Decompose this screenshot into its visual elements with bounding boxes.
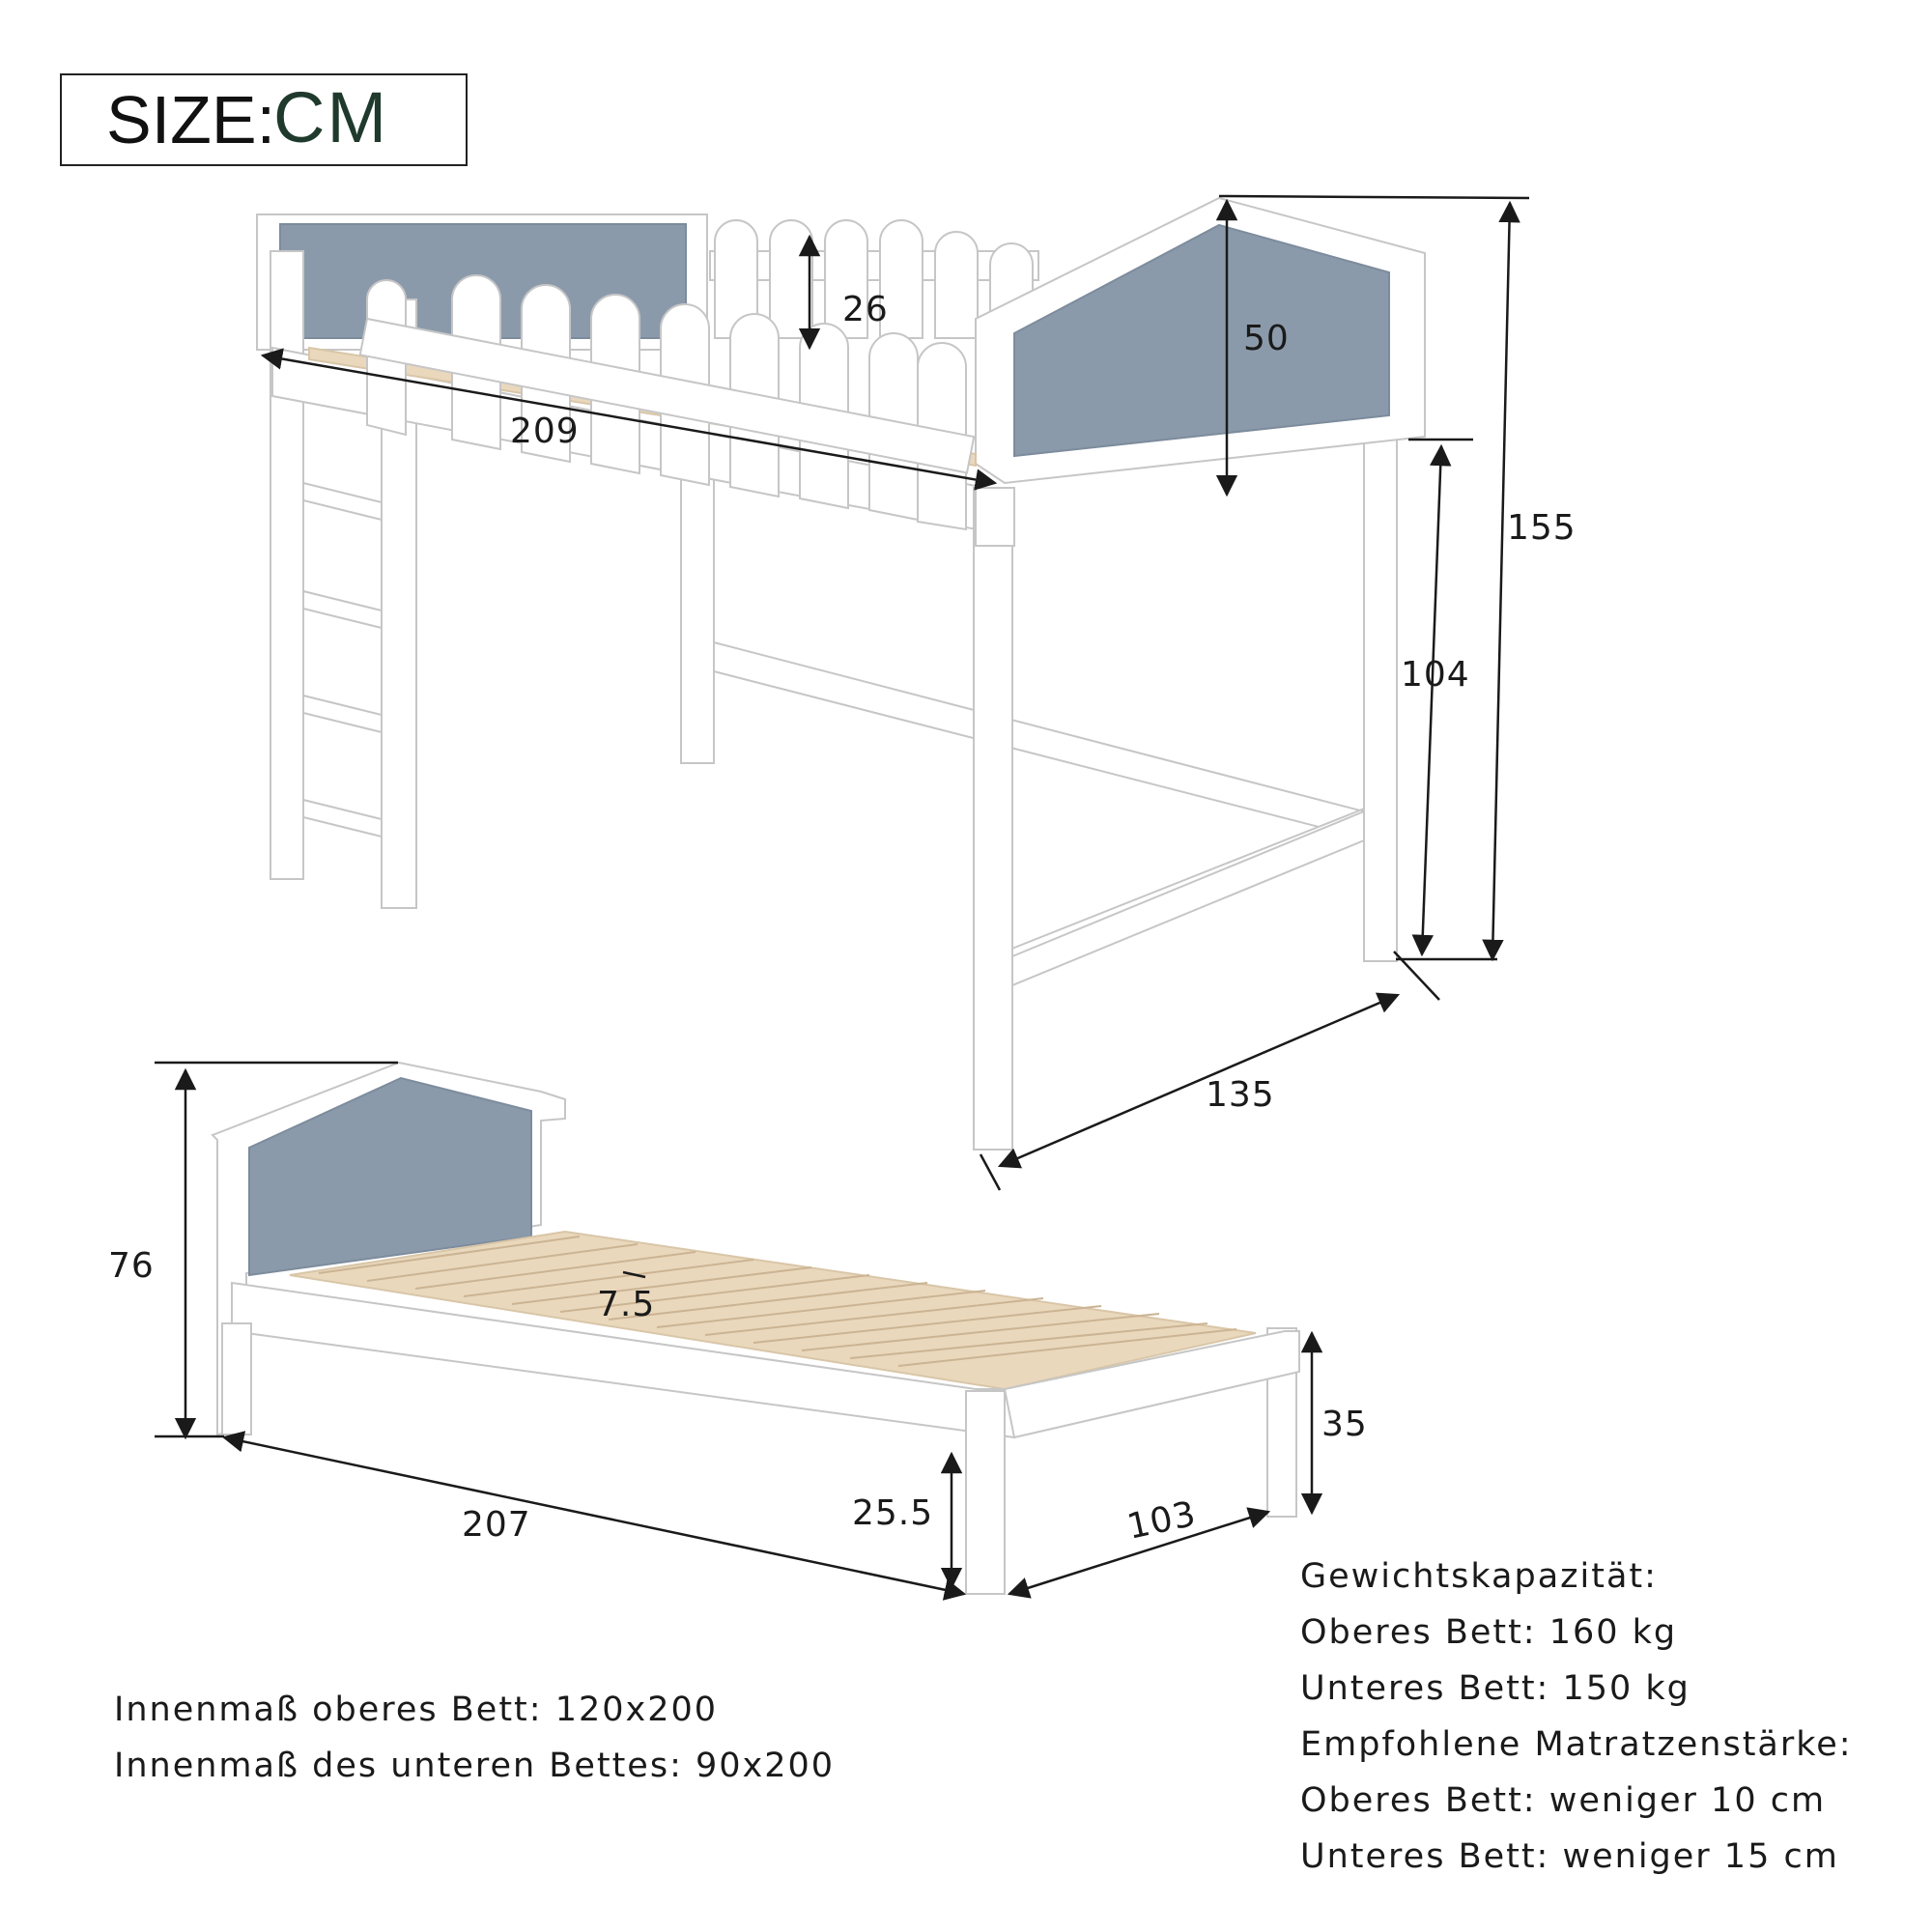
label-leg-height: 25.5 bbox=[852, 1493, 933, 1533]
label-footboard-height: 35 bbox=[1321, 1405, 1368, 1444]
dim-line-total-height bbox=[1218, 194, 1530, 200]
size-box bbox=[60, 73, 468, 166]
label-loft-width: 135 bbox=[1206, 1075, 1275, 1115]
dim-line-total-height-arrow bbox=[1482, 200, 1520, 962]
dim-line-loft-width-tick1 bbox=[1393, 951, 1440, 1001]
label-loft-length: 209 bbox=[510, 412, 580, 451]
dim-line-clearance bbox=[1411, 443, 1452, 957]
lower-bed-illustration bbox=[211, 1061, 1300, 1595]
capacity-upper: Oberes Bett: 160 kg bbox=[1300, 1613, 1678, 1652]
label-clearance-height: 104 bbox=[1401, 655, 1470, 695]
dimension-lines bbox=[155, 194, 1530, 1601]
dim-line-lower-width bbox=[1007, 1507, 1271, 1599]
capacity-lower: Unteres Bett: 150 kg bbox=[1300, 1669, 1690, 1708]
inner-dimension-upper: Innenmaß oberes Bett: 120x200 bbox=[114, 1690, 719, 1729]
label-total-height: 155 bbox=[1507, 508, 1577, 548]
capacity-heading: Gewichtskapazität: bbox=[1300, 1557, 1658, 1596]
label-lower-headboard: 76 bbox=[108, 1246, 155, 1286]
dim-line-slat-gap bbox=[622, 1270, 646, 1279]
size-label: SIZE: bbox=[106, 82, 276, 157]
label-lower-width: 103 bbox=[1123, 1494, 1200, 1548]
label-slat-gap: 7.5 bbox=[597, 1285, 655, 1324]
mattress-heading: Empfohlene Matratzenstärke: bbox=[1300, 1725, 1853, 1764]
dim-line-loft-length bbox=[260, 348, 998, 491]
label-lower-length: 207 bbox=[462, 1505, 531, 1545]
size-unit: CM bbox=[273, 77, 389, 157]
inner-dimension-lower: Innenmaß des unteren Bettes: 90x200 bbox=[114, 1747, 836, 1785]
dim-line-loft-width-tick2 bbox=[979, 1153, 1002, 1191]
mattress-upper: Oberes Bett: weniger 10 cm bbox=[1300, 1781, 1827, 1820]
label-headboard-height: 50 bbox=[1243, 319, 1290, 358]
dim-line-loft-width bbox=[997, 992, 1401, 1169]
label-guard-height: 26 bbox=[842, 290, 889, 329]
mattress-lower: Unteres Bett: weniger 15 cm bbox=[1300, 1837, 1839, 1876]
dim-line-lower-length bbox=[221, 1431, 967, 1601]
